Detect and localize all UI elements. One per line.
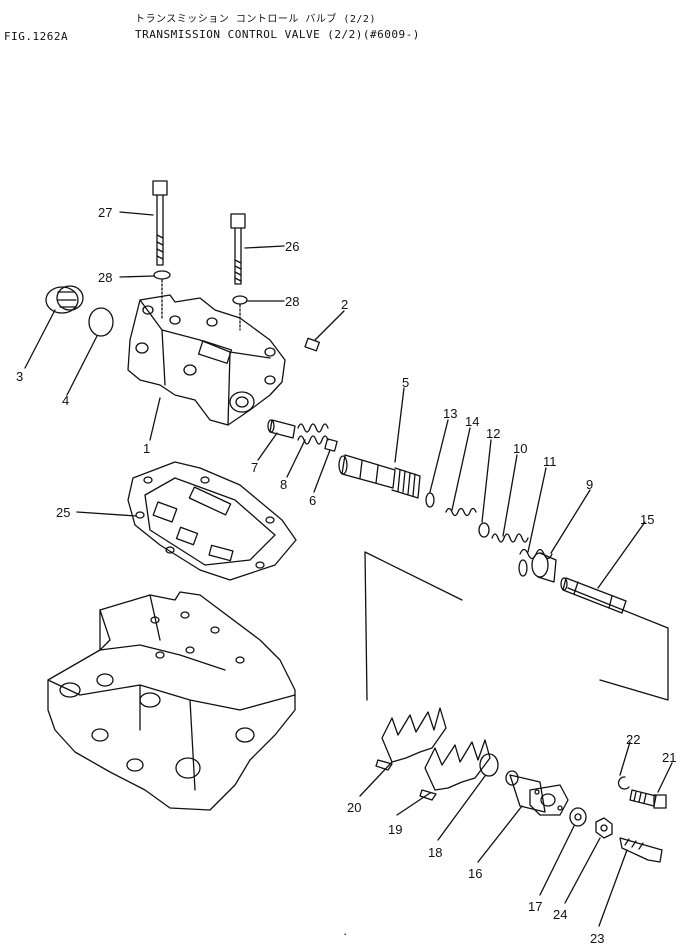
snap-ring-22: [617, 776, 630, 790]
callout-17: 17: [528, 899, 542, 914]
plug-2: [304, 337, 320, 352]
callout-15: 15: [640, 512, 654, 527]
callout-leaders: [24, 211, 673, 927]
plug-3: [45, 285, 84, 314]
callout-16: 16: [468, 866, 482, 881]
bolt-21: [629, 789, 667, 809]
callout-10: 10: [513, 441, 527, 456]
callout-labels: 27 26 28 28 2 3 4 1 5 13 14 12 10 11 9 7…: [16, 205, 676, 945]
ring-13: [425, 492, 435, 508]
callout-21: 21: [662, 750, 676, 765]
valve-body-1: [127, 294, 286, 426]
gasket-25: [127, 461, 297, 581]
callout-25: 25: [56, 505, 70, 520]
callout-1: 1: [143, 441, 150, 456]
callout-28-right: 28: [285, 294, 299, 309]
plate-20: [375, 707, 447, 771]
spring-8: [297, 423, 329, 445]
callout-7: 7: [251, 460, 258, 475]
solenoid-16: [505, 770, 569, 816]
spool-5: [338, 454, 421, 499]
bracket-23: [619, 837, 663, 863]
callout-8: 8: [280, 477, 287, 492]
callout-13: 13: [443, 406, 457, 421]
o-ring-18: [479, 753, 499, 777]
callout-20: 20: [347, 800, 361, 815]
cup-9: [531, 552, 557, 583]
callout-28-left: 28: [98, 270, 112, 285]
title-english: TRANSMISSION CONTROL VALVE (2/2)(#6009-): [135, 28, 420, 41]
callout-5: 5: [402, 375, 409, 390]
valve-7: [267, 419, 296, 439]
callout-9: 9: [586, 477, 593, 492]
spring-10: [491, 533, 529, 543]
callout-11: 11: [543, 454, 557, 469]
callout-19: 19: [388, 822, 402, 837]
callout-26: 26: [285, 239, 299, 254]
retainer-6: [324, 438, 338, 452]
callout-12: 12: [486, 426, 500, 441]
callout-18: 18: [428, 845, 442, 860]
callout-2: 2: [341, 297, 348, 312]
pin-15: [560, 577, 627, 614]
figure-number: FIG.1262A: [4, 30, 69, 43]
o-ring-4: [88, 307, 114, 337]
assembly-guide-lines: [364, 551, 669, 701]
callout-3: 3: [16, 369, 23, 384]
title-japanese: トランスミッション コントロール バルブ (2/2): [135, 14, 376, 25]
stray-mark: ·: [343, 926, 347, 941]
washer-28-left: [153, 270, 171, 280]
bolt-26: [230, 213, 246, 285]
washer-28-right: [232, 295, 248, 305]
callout-22: 22: [626, 732, 640, 747]
nut-24: [595, 817, 613, 839]
callout-27: 27: [98, 205, 112, 220]
plate-19: [419, 739, 491, 801]
spring-14: [445, 507, 477, 517]
transmission-case: [47, 591, 296, 811]
bolt-27: [152, 180, 168, 266]
callout-24: 24: [553, 907, 567, 922]
callout-6: 6: [309, 493, 316, 508]
callout-14: 14: [465, 414, 479, 429]
seat-12: [478, 522, 490, 538]
callout-23: 23: [590, 931, 604, 945]
spacer-17: [569, 807, 587, 827]
callout-4: 4: [62, 393, 69, 408]
